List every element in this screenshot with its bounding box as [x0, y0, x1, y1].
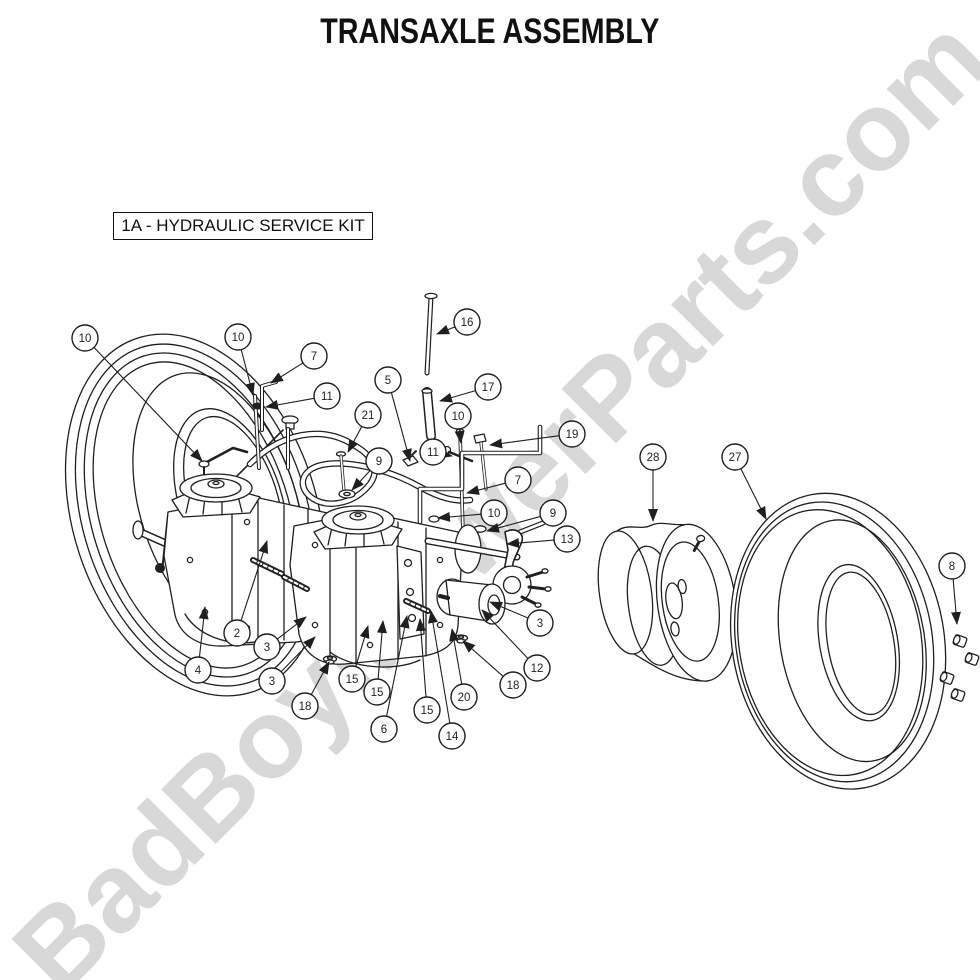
svg-text:7: 7: [515, 475, 521, 487]
callout-4: 4: [184, 606, 212, 684]
callout-9: 9: [351, 447, 393, 491]
callout-11: 11: [265, 382, 341, 410]
page-title: TRANSAXLE ASSEMBLY: [320, 12, 660, 51]
svg-text:5: 5: [385, 375, 391, 387]
callout-12: 12: [481, 609, 551, 682]
callout-balloons: 10 10 7 11 16 5 17 21 10 19 9 11 7 28 27 10 9 13 8 3 2 3 12 4 3 1…: [71, 308, 966, 750]
svg-text:6: 6: [381, 724, 387, 736]
callout-13: 13: [506, 525, 581, 553]
svg-text:12: 12: [531, 663, 544, 675]
callout-6: 6: [370, 615, 410, 743]
svg-text:3: 3: [537, 618, 543, 630]
wheel-rim: [597, 522, 738, 682]
callout-20: 20: [449, 628, 478, 711]
callout-14: 14: [428, 610, 466, 750]
callout-3: 3: [253, 616, 307, 661]
svg-text:15: 15: [371, 687, 384, 699]
lug-nuts: [939, 634, 980, 702]
callout-15: 15: [363, 620, 391, 706]
callout-21: 21: [347, 401, 382, 453]
svg-text:10: 10: [452, 411, 465, 423]
callout-7: 7: [270, 342, 328, 384]
svg-text:13: 13: [561, 534, 574, 546]
callout-10: 10: [224, 323, 255, 396]
right-tire: [729, 492, 947, 790]
svg-text:3: 3: [269, 676, 275, 688]
svg-text:9: 9: [550, 508, 556, 520]
callout-3: 3: [489, 601, 554, 637]
svg-text:18: 18: [507, 680, 520, 692]
svg-text:10: 10: [79, 333, 92, 345]
callout-19: 19: [489, 420, 586, 449]
callout-10: 10: [71, 324, 203, 462]
drive-belt: [246, 430, 474, 507]
svg-text:11: 11: [427, 447, 439, 459]
svg-text:4: 4: [195, 665, 202, 677]
svg-text:27: 27: [729, 452, 742, 464]
svg-text:11: 11: [321, 391, 333, 403]
svg-text:28: 28: [647, 452, 660, 464]
callout-5: 5: [374, 366, 412, 462]
svg-text:2: 2: [234, 628, 240, 640]
callout-10: 10: [437, 499, 508, 527]
kit-label-box: 1A - HYDRAULIC SERVICE KIT: [113, 212, 373, 240]
callout-16: 16: [436, 308, 481, 336]
callout-18: 18: [291, 661, 330, 720]
svg-text:20: 20: [458, 692, 471, 704]
svg-text:21: 21: [362, 410, 375, 422]
svg-text:19: 19: [566, 429, 579, 441]
callout-11: 11: [419, 438, 453, 466]
svg-text:16: 16: [461, 317, 474, 329]
fan-pulley-left: [171, 473, 261, 518]
callout-15: 15: [338, 625, 370, 693]
callout-8: 8: [938, 552, 966, 625]
hardware-nuts-bolts: [250, 557, 469, 665]
svg-text:14: 14: [446, 731, 459, 743]
svg-text:3: 3: [264, 642, 270, 654]
callout-7: 7: [466, 466, 532, 495]
svg-text:10: 10: [488, 508, 501, 520]
svg-text:7: 7: [311, 351, 317, 363]
svg-text:9: 9: [376, 456, 382, 468]
kit-label-text: 1A - HYDRAULIC SERVICE KIT: [121, 216, 365, 235]
control-linkage: [198, 380, 299, 475]
svg-text:15: 15: [421, 705, 434, 717]
fan-pulley-right: [313, 505, 403, 550]
brake-rod: [417, 424, 543, 525]
svg-text:18: 18: [299, 701, 312, 713]
svg-text:10: 10: [232, 332, 245, 344]
callout-9: 9: [486, 499, 567, 533]
svg-text:15: 15: [346, 674, 359, 686]
callout-10: 10: [444, 402, 472, 444]
callout-28: 28: [639, 443, 667, 522]
callout-15: 15: [413, 618, 441, 724]
callout-18: 18: [462, 640, 527, 699]
callout-17: 17: [439, 373, 502, 403]
svg-text:8: 8: [949, 561, 955, 573]
svg-text:17: 17: [482, 382, 495, 394]
callout-3: 3: [258, 636, 316, 695]
callout-2: 2: [223, 540, 269, 647]
callout-27: 27: [721, 443, 767, 520]
